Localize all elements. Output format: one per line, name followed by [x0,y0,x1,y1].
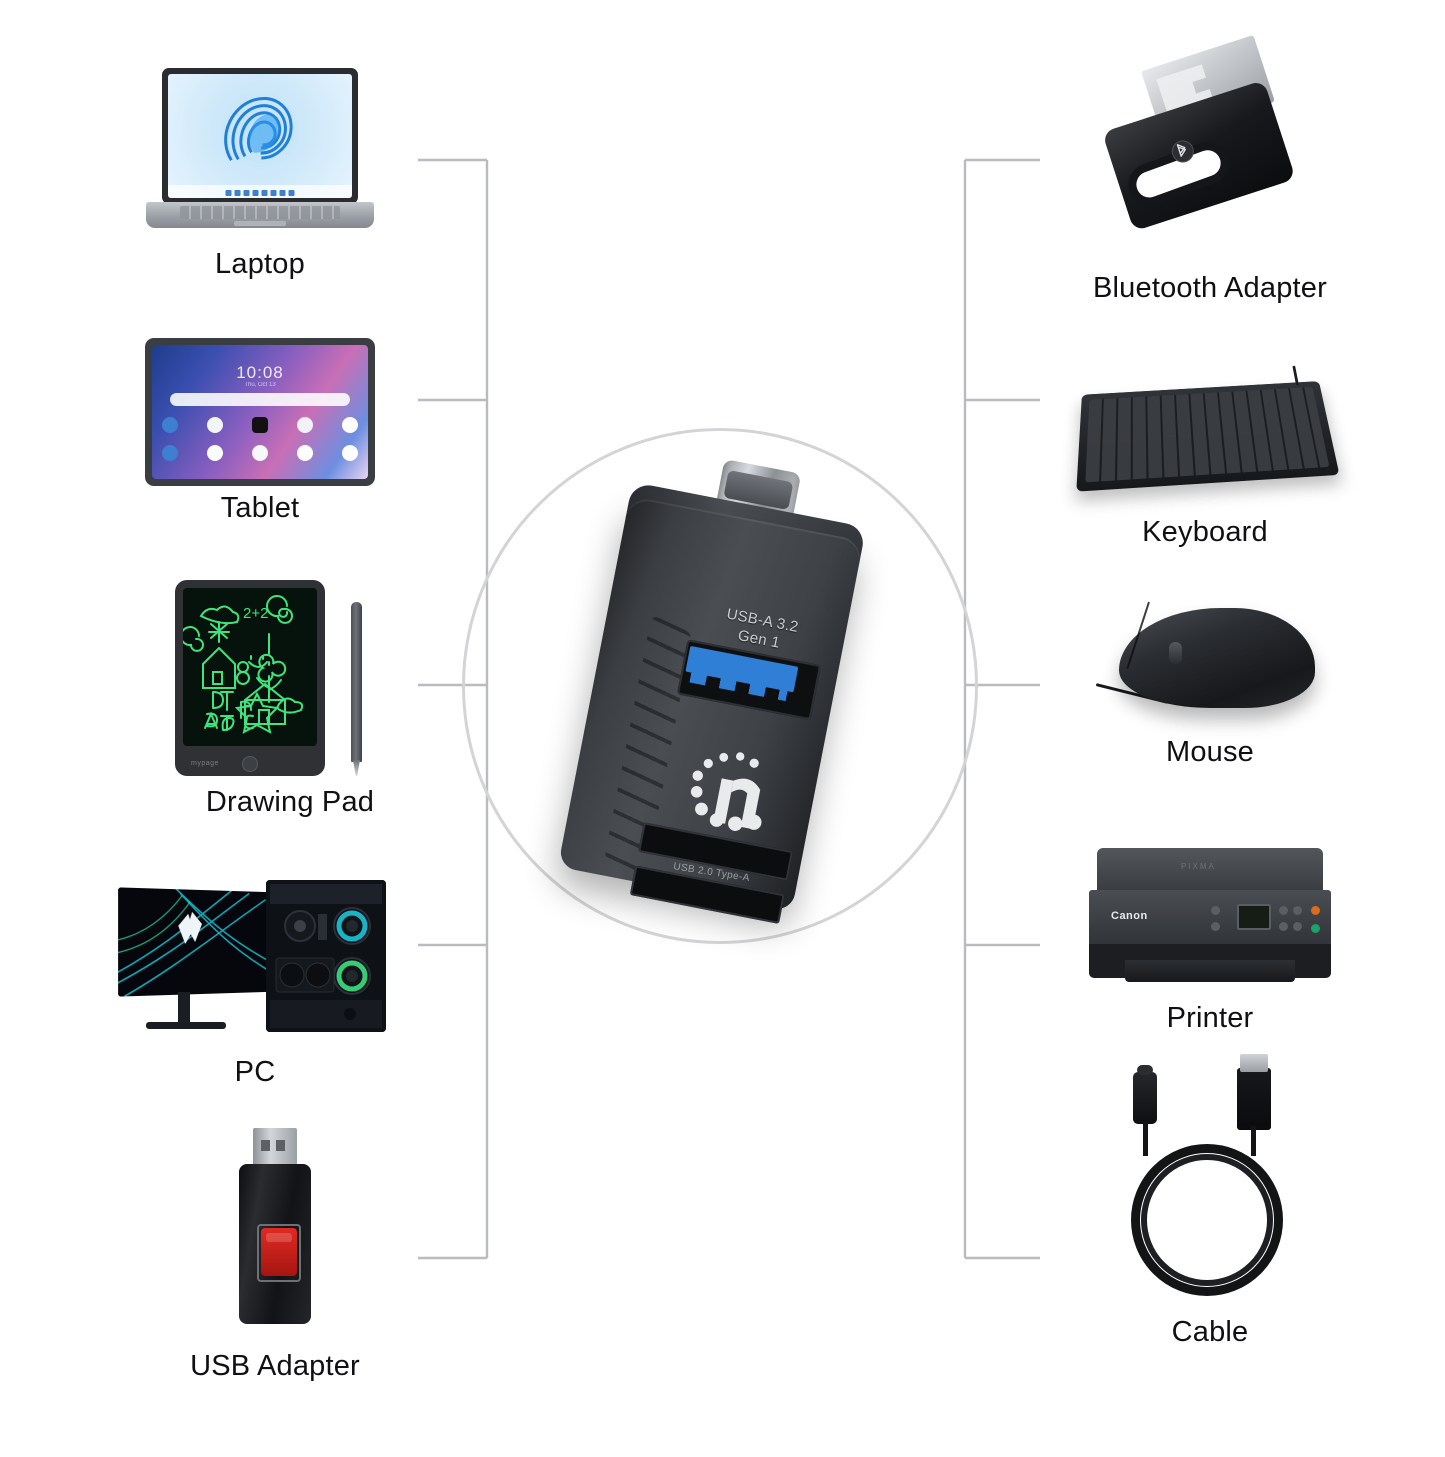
item-mouse: Mouse [1060,600,1360,769]
printer-start-button[interactable] [1311,924,1320,933]
label-drawing-pad: Drawing Pad [205,786,375,818]
hero-product: USB-A 3.2 Gen 1 [462,428,978,944]
drawing-pad-doodles: 2+2 [183,595,304,734]
printer-paper-tray [1125,960,1295,982]
printer-lid [1097,848,1323,892]
label-usb-adapter: USB Adapter [190,1350,360,1382]
laptop-trackpad [234,221,286,226]
usb-cable-icon [1095,1054,1325,1314]
drawing-pad-body: 2+2 [175,580,325,776]
usb-flash-drive-icon [215,1128,335,1328]
tablet-app-icon [342,417,358,433]
keyboard-keys [1085,386,1330,483]
cable-stem-right [1251,1126,1256,1156]
label-bluetooth-adapter: Bluetooth Adapter [1093,272,1327,304]
manhattan-m-logo [690,752,762,831]
item-keyboard: Keyboard [1055,365,1355,549]
item-pc: PC [110,880,400,1089]
tablet-app-icon [162,417,178,433]
printer-front-panel [1089,890,1331,946]
adapter-body: USB-A 3.2 Gen 1 [557,495,864,924]
drawing-pad-screen: 2+2 [183,588,317,746]
laptop-keyboard [180,206,340,219]
label-pc: PC [234,1056,276,1088]
printer-button[interactable] [1293,922,1302,931]
item-drawing-pad: 2+2 [140,580,440,819]
label-cable: Cable [1171,1316,1249,1348]
cable-usb-a-connector [1237,1054,1271,1130]
label-tablet: Tablet [220,492,300,524]
printer-series-label: PIXMA [1181,862,1216,871]
usb-c-adapter-image: USB-A 3.2 Gen 1 [517,436,929,951]
laptop-display [168,74,352,198]
printer-lcd-screen [1237,904,1271,930]
windows-bloom-wallpaper [224,96,293,161]
svg-text:2+2: 2+2 [243,605,268,622]
printer-button[interactable] [1293,906,1302,915]
laptop-taskbar-icons [225,190,295,196]
printer-icon: PIXMA Canon [1085,848,1335,988]
cable-stem-left [1143,1122,1148,1156]
tablet-app-icon [297,445,313,461]
tablet-search-bar [170,393,350,406]
printer-button[interactable] [1279,922,1288,931]
tablet-display: 10:08 Thu, Oct 13 [152,345,368,479]
tablet-app-icon [207,445,223,461]
cable-coil-inner [1141,1154,1273,1286]
laptop-screen-bezel [162,68,358,204]
desktop-pc-icon [118,880,390,1050]
printer-brand-label: Canon [1111,910,1148,922]
tablet-app-icon [207,417,223,433]
pc-tower-case [266,880,386,1032]
tablet-bezel: 10:08 Thu, Oct 13 [145,338,375,486]
hero-circle [462,428,978,944]
printer-button[interactable] [1211,922,1220,931]
label-printer: Printer [1166,1002,1254,1034]
printer-button[interactable] [1211,906,1220,915]
cable-coil-outer [1131,1144,1283,1296]
tablet-app-icon [297,417,313,433]
label-keyboard: Keyboard [1142,516,1268,548]
bluetooth-adapter-icon [1095,34,1325,266]
laptop-taskbar [168,185,352,198]
item-laptop: Laptop [115,62,405,281]
drawing-pad-brand: mypage [191,760,219,767]
printer-power-button[interactable] [1311,906,1320,915]
pc-internals [266,880,386,1032]
bluetooth-icon [1168,137,1197,166]
printer-button[interactable] [1279,906,1288,915]
label-laptop: Laptop [215,248,305,280]
laptop-icon [140,62,380,242]
tablet-app-icon [162,445,178,461]
label-mouse: Mouse [1165,736,1255,768]
cable-usb-c-connector [1133,1065,1157,1124]
item-tablet: 10:08 Thu, Oct 13 [125,338,395,525]
tablet-app-icon [252,417,268,433]
pc-monitor-wallpaper [118,887,277,997]
stylus-pen-icon [351,602,362,762]
pc-monitor [118,887,277,997]
item-cable: Cable [1060,1054,1360,1349]
flash-drive-slider[interactable] [261,1228,297,1276]
tablet-icon: 10:08 Thu, Oct 13 [145,338,375,486]
tablet-app-icon [252,445,268,461]
drawing-pad-icon: 2+2 [175,580,405,780]
drawing-pad-erase-button[interactable] [242,756,258,772]
item-usb-adapter: USB Adapter [130,1128,420,1383]
tablet-date: Thu, Oct 13 [244,382,276,388]
mouse-icon [1095,600,1325,730]
tablet-app-icon [342,445,358,461]
mouse-body [1119,608,1315,708]
pc-monitor-stand [178,992,190,1024]
tablet-app-row-1 [162,417,358,433]
tablet-app-row-2 [162,445,358,461]
mouse-scroll-wheel[interactable] [1169,642,1182,664]
item-bluetooth-adapter: Bluetooth Adapter [1060,34,1360,305]
item-printer: PIXMA Canon Printer [1060,848,1360,1035]
tablet-clock: 10:08 [236,363,284,382]
keyboard-icon [1076,365,1340,498]
pc-monitor-foot [146,1022,226,1029]
usb-a-connector [253,1128,297,1170]
